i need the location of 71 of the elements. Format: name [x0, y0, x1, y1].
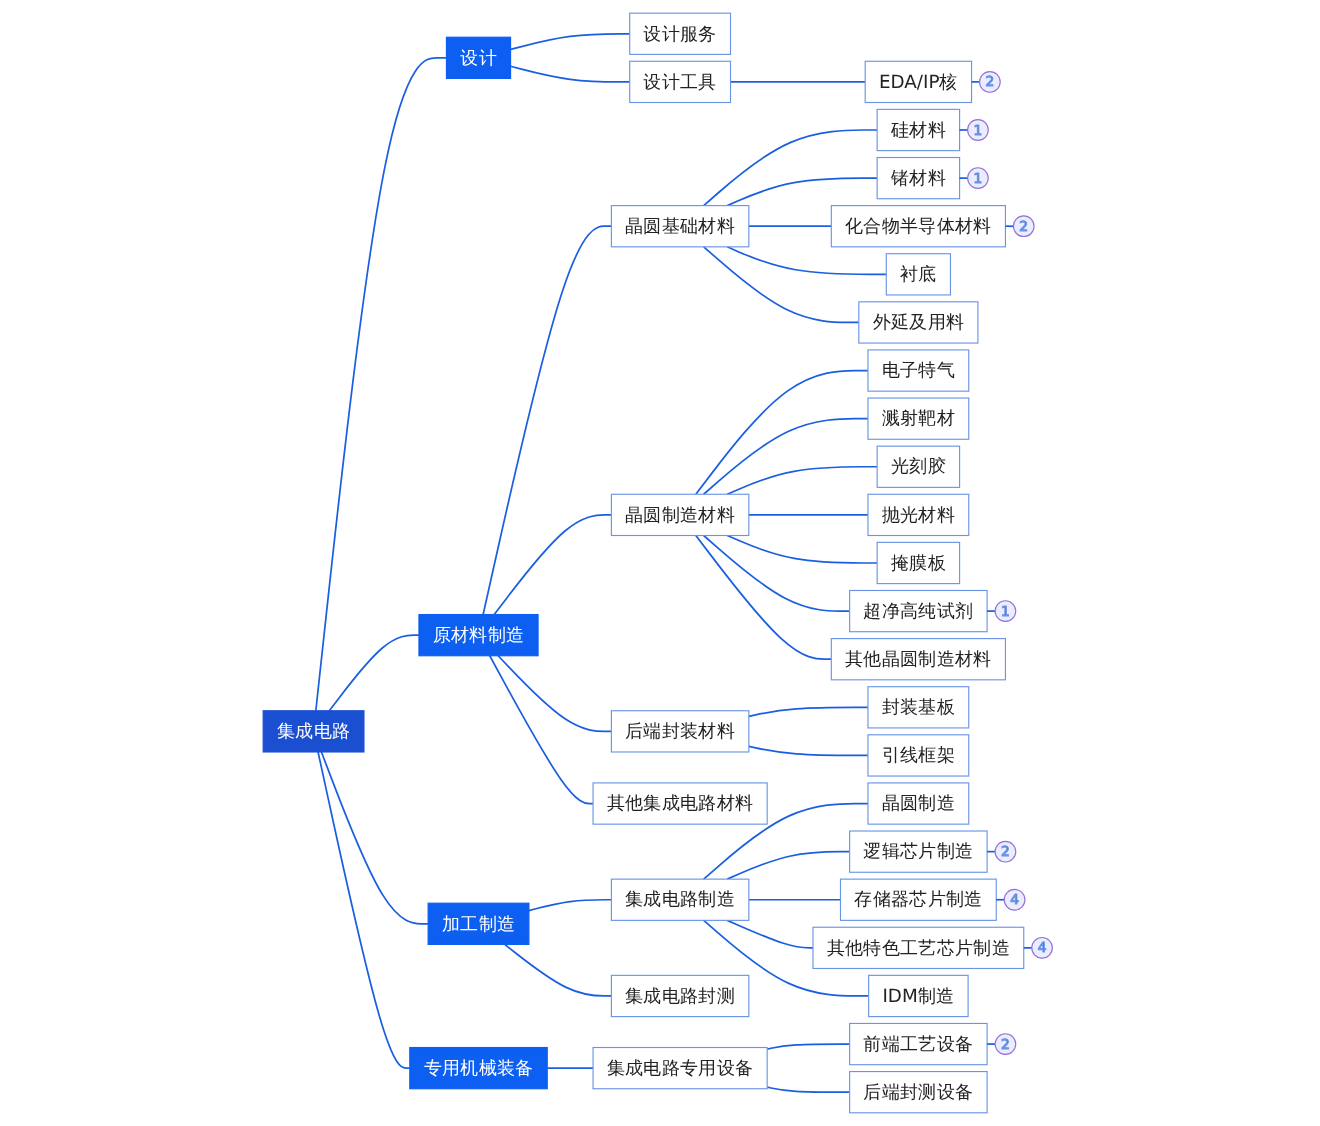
connector — [747, 706, 869, 718]
connector — [725, 850, 850, 880]
connector — [503, 943, 612, 997]
connector — [702, 129, 878, 207]
connector — [702, 919, 869, 997]
node-box: 外延及用料 — [857, 301, 978, 344]
node-box: 衬底 — [885, 253, 951, 296]
node-box: 后端封装材料 — [610, 710, 749, 753]
node-box: 加工制造 — [426, 902, 529, 945]
connector — [496, 654, 612, 733]
connector — [694, 534, 832, 661]
connector — [509, 32, 630, 51]
node-box: 集成电路制造 — [610, 878, 749, 921]
connector — [702, 534, 850, 612]
node-box: 后端封测设备 — [848, 1071, 987, 1114]
node-box: 逻辑芯片制造 — [848, 830, 987, 873]
node-box: 封装基板 — [866, 686, 969, 729]
node-box: 晶圆基础材料 — [610, 205, 749, 248]
connector — [729, 81, 866, 83]
node-box: 前端工艺设备 — [848, 1022, 987, 1066]
connector — [509, 65, 630, 83]
node-box: 设计 — [445, 36, 511, 80]
node-box: 其他特色工艺芯片制造 — [811, 926, 1024, 970]
node-box: 掩膜板 — [875, 541, 960, 585]
connector — [725, 246, 887, 276]
connector — [725, 465, 878, 496]
connector — [765, 1043, 850, 1050]
node-box: 抛光材料 — [866, 493, 969, 537]
node-box: 存储器芯片制造 — [839, 878, 997, 921]
connector — [319, 751, 429, 925]
node-box: 引线框架 — [866, 734, 969, 777]
connector — [702, 417, 869, 496]
connector — [747, 225, 832, 228]
connector — [316, 751, 410, 1069]
node-box: 集成电路 — [261, 710, 364, 753]
node-box: 集成电路专用设备 — [591, 1046, 768, 1090]
node-box: 原材料制造 — [417, 613, 538, 657]
connector — [747, 898, 841, 901]
connector — [327, 634, 420, 712]
node-box: 集成电路封测 — [610, 974, 749, 1018]
node-box: EDA/IP核 — [863, 60, 972, 104]
connector — [702, 246, 859, 324]
connector — [694, 369, 869, 496]
connector — [314, 57, 447, 712]
connector — [488, 654, 594, 805]
connector — [725, 919, 814, 949]
node-box: 晶圆制造材料 — [610, 493, 749, 537]
connector — [725, 177, 878, 207]
connector — [747, 745, 869, 757]
node-box: 超净高纯试剂 — [848, 589, 987, 633]
node-box: 溅射靶材 — [866, 397, 969, 440]
node-box: 其他晶圆制造材料 — [830, 638, 1006, 681]
connector — [492, 514, 612, 616]
connector — [481, 225, 612, 616]
node-box: 电子特气 — [866, 349, 969, 392]
node-box: IDM制造 — [867, 974, 969, 1018]
node-box: 光刻胶 — [875, 445, 960, 488]
node-box: 专用机械装备 — [408, 1046, 548, 1090]
node-box: 硅材料 — [875, 108, 960, 152]
connector — [725, 534, 878, 564]
node-box: 其他集成电路材料 — [591, 782, 768, 825]
node-box: 化合物半导体材料 — [830, 205, 1006, 248]
node-box: 锗材料 — [875, 156, 960, 200]
connector — [747, 514, 869, 516]
node-box: 晶圆制造 — [866, 782, 969, 825]
connector — [527, 898, 612, 912]
connector — [702, 802, 869, 880]
connector — [545, 1067, 594, 1069]
node-box: 设计工具 — [628, 60, 731, 104]
node-box: 设计服务 — [628, 12, 731, 55]
connector — [765, 1086, 850, 1094]
